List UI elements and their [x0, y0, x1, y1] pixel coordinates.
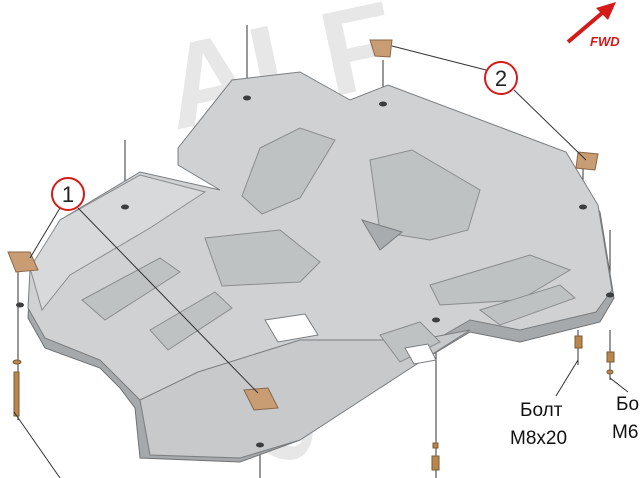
- bolt-shank: [606, 351, 615, 363]
- bolt-name: Болт: [520, 400, 563, 421]
- bolt-m8x20: [555, 335, 583, 397]
- hole: [379, 101, 387, 107]
- fwd-indicator: FWD: [566, 2, 620, 49]
- hole: [243, 95, 251, 101]
- callout-circle: [51, 177, 85, 211]
- skid-plate: [16, 71, 615, 463]
- callout-number: 2: [495, 66, 507, 91]
- bolt-mid: [431, 442, 440, 471]
- bolt-name: Бо: [616, 394, 639, 415]
- bolt-shank: [431, 455, 440, 471]
- rib: [241, 127, 336, 215]
- leader-line: [513, 89, 587, 161]
- bolt-size: M6: [612, 422, 638, 443]
- bracket-left: [7, 251, 39, 273]
- fwd-arrow-icon: [566, 6, 610, 44]
- callout-1: 1: [29, 177, 259, 394]
- hole: [432, 317, 440, 323]
- bolt-label-m8x20: Болт M8x20: [510, 400, 567, 449]
- hole: [256, 442, 264, 448]
- rib: [204, 229, 321, 287]
- plate-surface: [27, 71, 613, 451]
- leader-line: [391, 45, 487, 71]
- fwd-arrowhead-icon: [596, 2, 616, 20]
- hole: [121, 204, 129, 210]
- callout-2: 2: [391, 45, 587, 161]
- plate-cutout: [264, 313, 319, 343]
- bolt-shank: [13, 371, 20, 417]
- rib: [478, 284, 576, 326]
- bracket-top: [369, 39, 393, 58]
- bolt-label-m6: Бо M6: [612, 394, 639, 443]
- rib: [429, 254, 572, 306]
- plate-cutout: [404, 343, 437, 365]
- bracket-bottom: [243, 387, 279, 411]
- hole: [606, 292, 614, 298]
- bolt-shank: [574, 335, 583, 349]
- rib: [81, 257, 181, 321]
- leader-line: [13, 411, 61, 478]
- bolt-m6: [606, 351, 629, 393]
- leader-line: [77, 207, 259, 394]
- rib: [149, 291, 233, 351]
- leader-line: [555, 359, 579, 397]
- fwd-label: FWD: [590, 34, 620, 49]
- bracket-right: [575, 151, 599, 171]
- hole: [579, 204, 587, 210]
- leader-line: [609, 377, 629, 393]
- callout-circle: [484, 61, 518, 95]
- bolt-left: [12, 359, 61, 478]
- rib: [360, 219, 404, 251]
- hole: [16, 302, 24, 308]
- fasteners: [12, 335, 629, 478]
- rib: [379, 321, 441, 363]
- mounting-holes: [16, 95, 614, 448]
- bolt-size: M8x20: [510, 428, 567, 449]
- brackets: [7, 39, 599, 411]
- plate-left-wing: [29, 174, 207, 312]
- callout-number: 1: [62, 182, 74, 207]
- leader-line: [29, 207, 61, 259]
